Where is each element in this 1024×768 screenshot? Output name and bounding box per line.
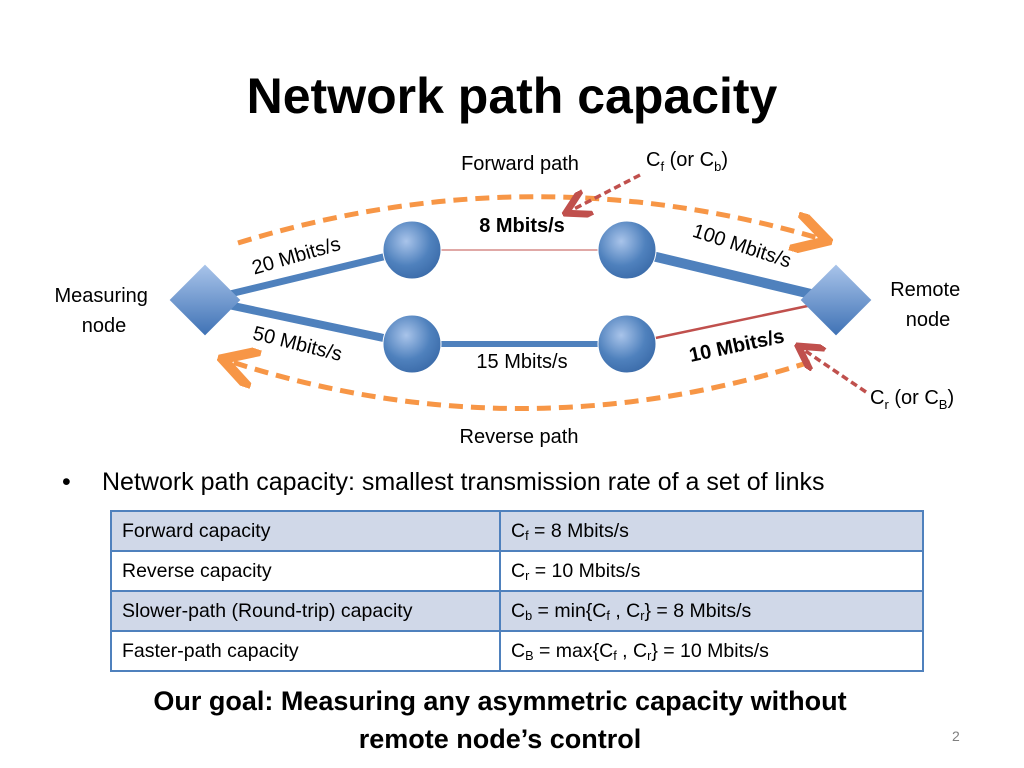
cr-label: Cr (or CB): [870, 387, 954, 412]
link-label-bottom-middle: 15 Mbits/s: [476, 351, 567, 373]
link-label-top-middle: 8 Mbits/s: [479, 215, 565, 237]
table-cell-label: Reverse capacity: [110, 550, 501, 592]
forward-path-label: Forward path: [461, 153, 579, 175]
measuring-node-label: Measuring node: [55, 285, 154, 337]
bullet-point: • Network path capacity: smallest transmi…: [62, 466, 962, 498]
link-label-bottom-right: 10 Mbits/s: [687, 325, 786, 367]
goal-line-1: Our goal: Measuring any asymmetric capac…: [153, 686, 847, 716]
table-cell-value: Cb = min{Cf , Cr} = 8 Mbits/s: [499, 590, 924, 632]
table-row: Forward capacity Cf = 8 Mbits/s: [110, 510, 924, 552]
table-row: Faster-path capacity CB = max{Cf , Cr} =…: [110, 630, 924, 672]
router-top-right: [597, 220, 657, 280]
table-cell-label: Faster-path capacity: [110, 630, 501, 672]
bullet-text: Network path capacity: smallest transmis…: [102, 468, 825, 496]
measuring-node-diamond: [169, 264, 241, 336]
table-cell-value: Cr = 10 Mbits/s: [499, 550, 924, 592]
cf-label: Cf (or Cb): [646, 149, 728, 174]
slide-title: Network path capacity: [246, 68, 778, 124]
table-cell-value: CB = max{Cf , Cr} = 10 Mbits/s: [499, 630, 924, 672]
router-bottom-left: [382, 314, 442, 374]
bullet-dot: •: [62, 468, 71, 496]
reverse-path-arrow: [232, 362, 811, 411]
goal-statement: Our goal: Measuring any asymmetric capac…: [60, 682, 940, 758]
goal-line-2: remote node’s control: [358, 724, 642, 754]
reverse-path-label: Reverse path: [460, 426, 579, 448]
remote-node-label: Remote node: [890, 279, 966, 331]
page-number: 2: [952, 728, 960, 744]
link-top-left: [204, 246, 413, 304]
link-bottom-right: [626, 298, 837, 346]
cf-pointer-arrow: [572, 173, 641, 210]
table-cell-label: Slower-path (Round-trip) capacity: [110, 590, 501, 632]
forward-path-arrow: [237, 194, 818, 243]
network-diagram: Forward path Reverse path Cf (or Cb) Cr …: [55, 149, 966, 448]
link-top-right: [625, 245, 838, 305]
remote-node-diamond: [800, 264, 872, 336]
cr-pointer-arrow: [804, 350, 867, 394]
router-top-left: [382, 220, 442, 280]
table-row: Reverse capacity Cr = 10 Mbits/s: [110, 550, 924, 592]
router-bottom-right: [597, 314, 657, 374]
table-cell-label: Forward capacity: [110, 510, 501, 552]
table-cell-value: Cf = 8 Mbits/s: [499, 510, 924, 552]
table-row: Slower-path (Round-trip) capacity Cb = m…: [110, 590, 924, 632]
link-bottom-left: [204, 296, 413, 348]
capacity-table: Forward capacity Cf = 8 Mbits/s Reverse …: [110, 510, 924, 672]
